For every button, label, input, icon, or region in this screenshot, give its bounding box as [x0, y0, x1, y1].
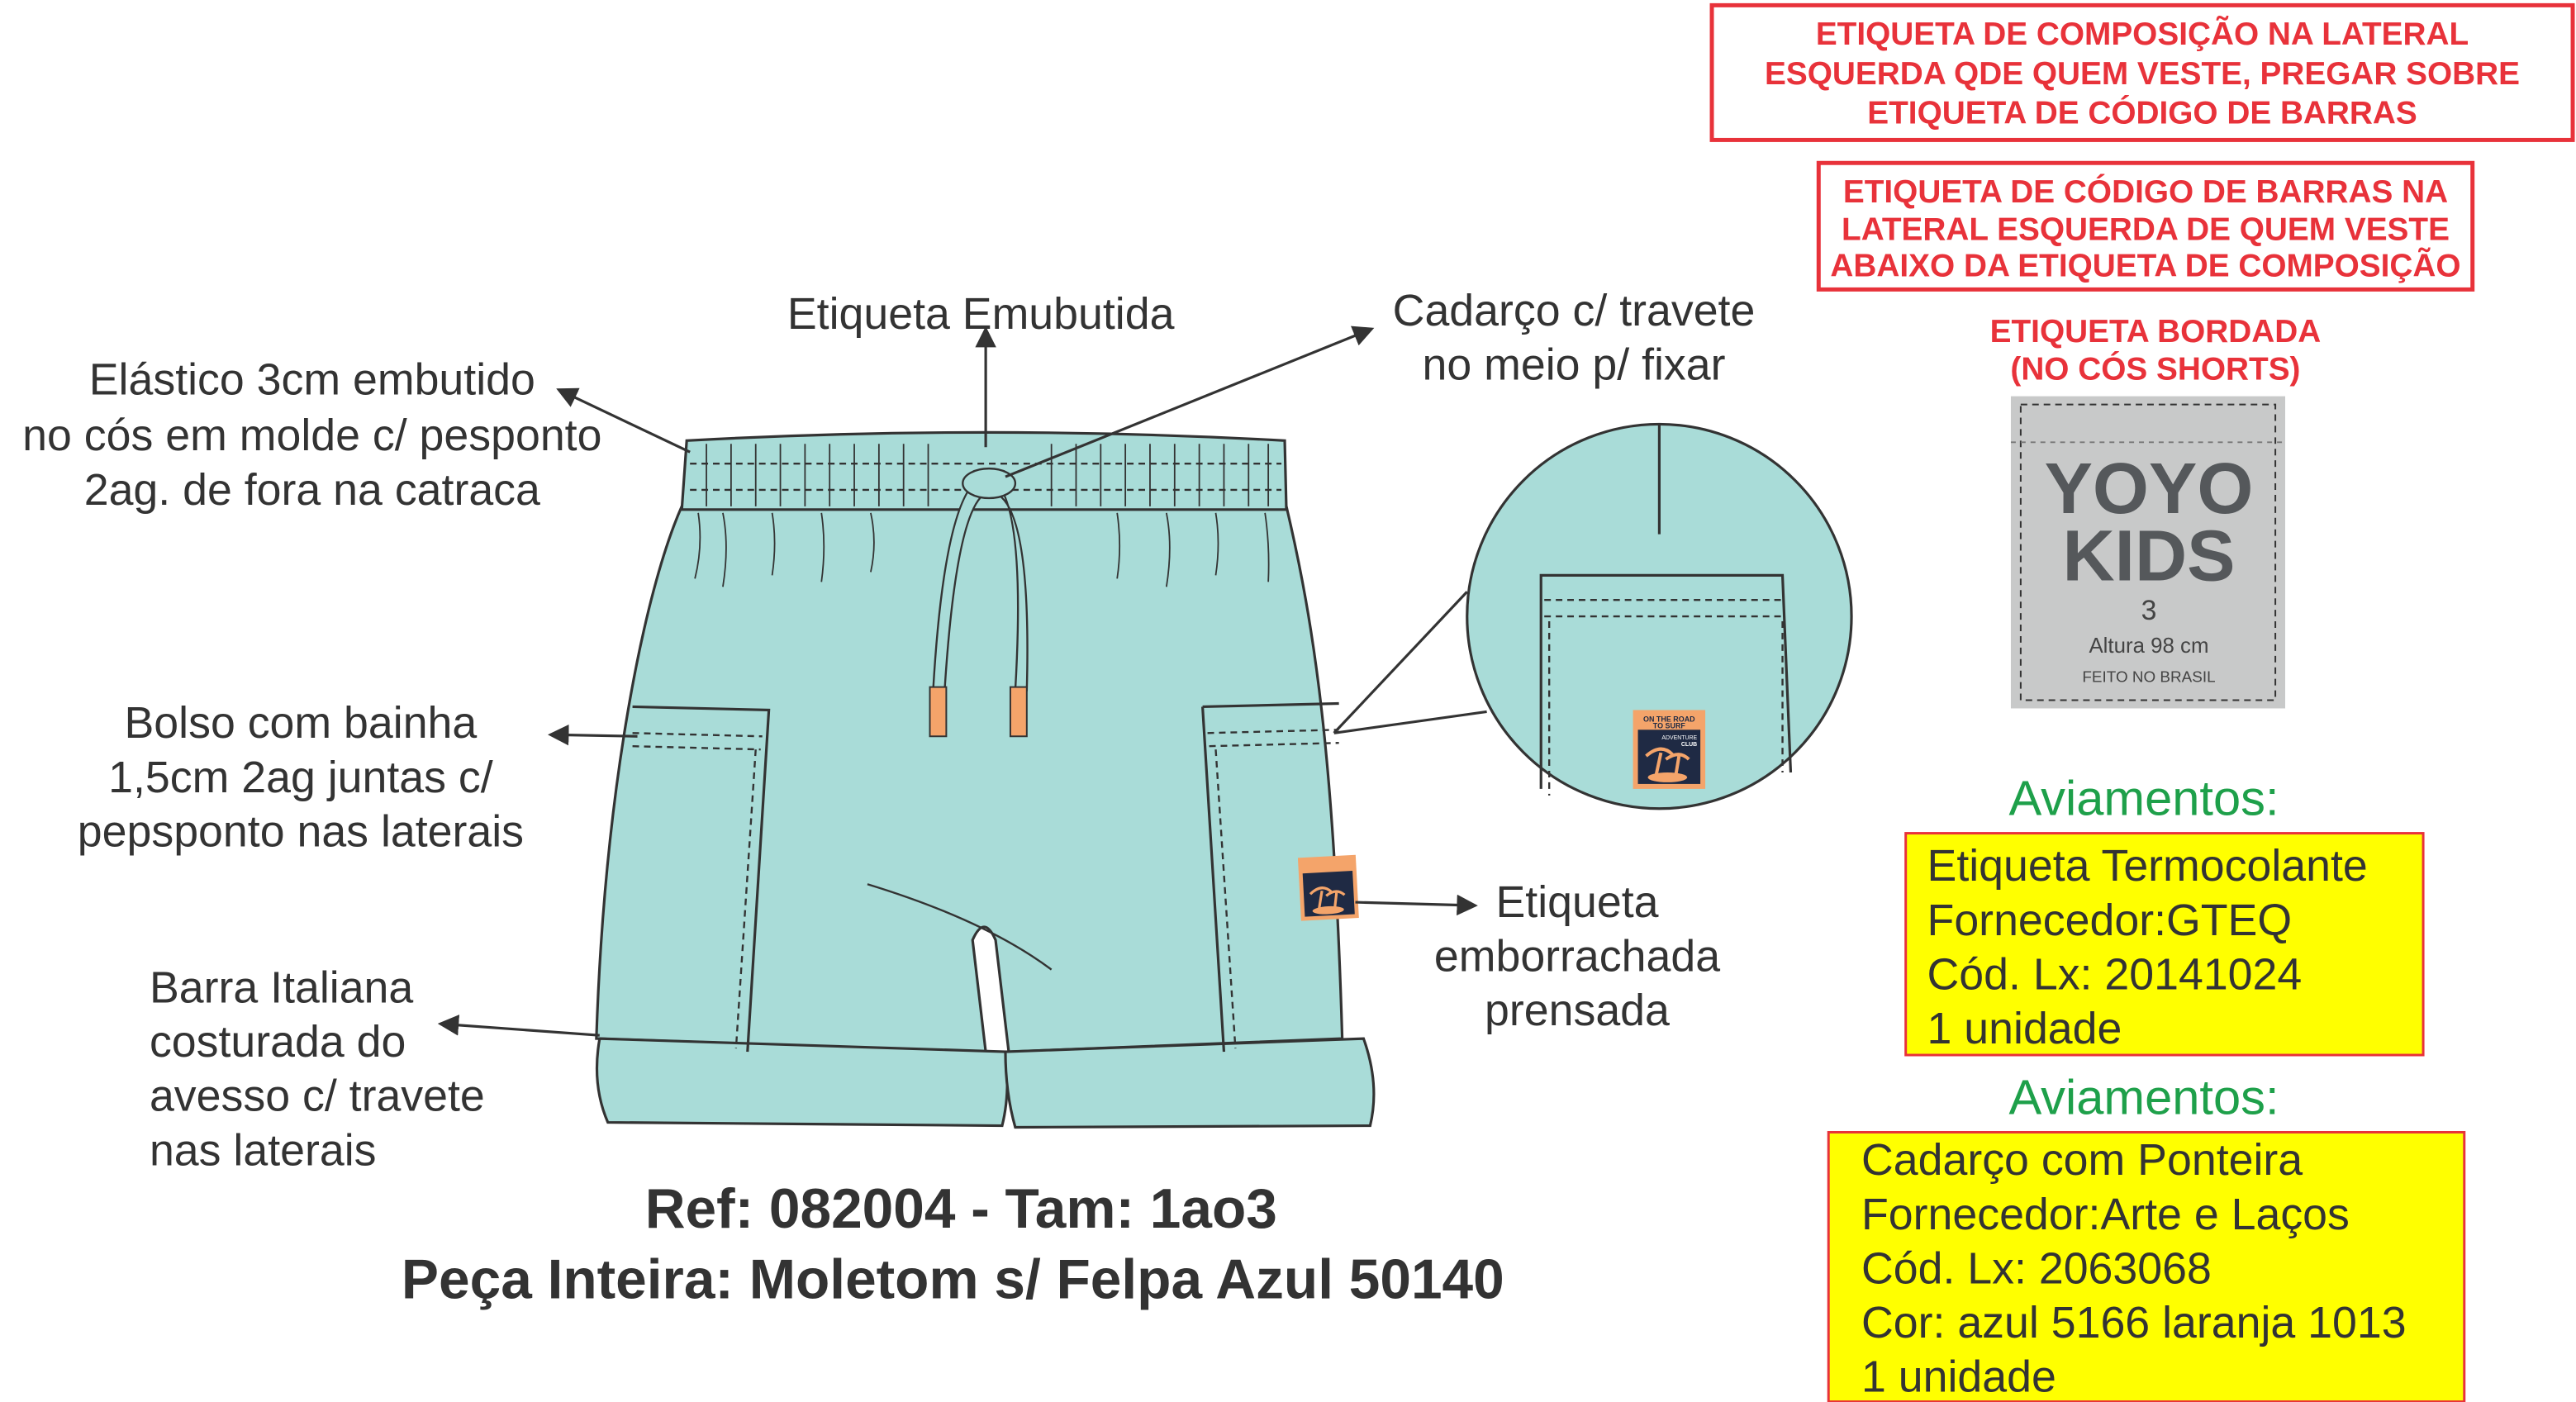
note-line: ABAIXO DA ETIQUETA DE COMPOSIÇÃO [1830, 247, 2460, 283]
trims-block-1: Aviamentos: Etiqueta Termocolante Fornec… [1904, 771, 2425, 1057]
callout-line: Barra Italiana [150, 962, 413, 1012]
trims-line: Cadarço com Ponteira [1861, 1135, 2303, 1185]
trims-line: 1 unidade [1861, 1352, 2056, 1402]
brand-yoyo: YOYO [2045, 448, 2254, 529]
barcode-note: ETIQUETA DE CÓDIGO DE BARRAS NA LATERAL … [1816, 160, 2475, 292]
patch-detail: ON THE ROAD TO SURF ADVENTURE CLUB [1631, 708, 1708, 791]
note-line: ESQUERDA QDE QUEM VESTE, PREGAR SOBRE [1765, 56, 2520, 92]
rubber-patch [1296, 853, 1361, 923]
callout-line: pepsponto nas laterais [78, 806, 524, 856]
trims-line: 1 unidade [1927, 1004, 2122, 1053]
embroidered-label-note: ETIQUETA BORDADA (NO CÓS SHORTS) [1990, 314, 2322, 387]
trims-line: Cód. Lx: 2063068 [1861, 1243, 2212, 1293]
trims-title: Aviamentos: [2008, 771, 2279, 826]
callout-line: 2ag. de fora na catraca [84, 465, 540, 515]
note-line: ETIQUETA DE CÓDIGO DE BARRAS [1867, 95, 2417, 131]
callout-line: avesso c/ travete [150, 1072, 485, 1121]
callout-line: no cós em molde c/ pesponto [22, 411, 601, 460]
callout-hem: Barra Italiana costurada do avesso c/ tr… [150, 962, 485, 1175]
trims-line: Cód. Lx: 20141024 [1927, 949, 2303, 999]
note-line: (NO CÓS SHORTS) [2010, 351, 2300, 387]
callout-line: Bolso com bainha [125, 698, 478, 748]
label-size: 3 [2141, 595, 2157, 626]
label-height: Altura 98 cm [2089, 634, 2208, 658]
callout-line: costurada do [150, 1017, 406, 1067]
brand-label: YOYO KIDS 3 Altura 98 cm FEITO NO BRASIL [2010, 396, 2286, 709]
note-line: ETIQUETA DE COMPOSIÇÃO NA LATERAL [1816, 16, 2469, 52]
right-cuff [1004, 1037, 1376, 1129]
callout-elastic: Elástico 3cm embutido no cós em molde c/… [22, 355, 601, 515]
brand-kids: KIDS [2062, 515, 2235, 596]
callout-line: prensada [1485, 986, 1670, 1035]
callout-line: nas laterais [150, 1125, 377, 1175]
reference-line: Ref: 082004 - Tam: 1ao3 [645, 1178, 1277, 1240]
trims-line: Cor: azul 5166 laranja 1013 [1861, 1298, 2407, 1347]
shorts-body [595, 505, 1344, 1053]
trims-line: Etiqueta Termocolante [1927, 841, 2368, 891]
callout-line: emborrachada [1434, 932, 1720, 981]
left-cuff [595, 1037, 1009, 1128]
pocket-detail-circle: ON THE ROAD TO SURF ADVENTURE CLUB [1333, 422, 1853, 810]
trims-line: Fornecedor:GTEQ [1927, 896, 2293, 945]
trims-title: Aviamentos: [2008, 1070, 2279, 1125]
callout-pocket: Bolso com bainha 1,5cm 2ag juntas c/ pep… [78, 698, 524, 856]
trims-line: Fornecedor:Arte e Laços [1861, 1190, 2350, 1239]
note-line: LATERAL ESQUERDA DE QUEM VESTE [1842, 212, 2450, 248]
note-line: ETIQUETA BORDADA [1990, 314, 2322, 349]
patch-text: ON THE ROAD [1643, 715, 1695, 723]
callout-line: Cadarço c/ travete [1393, 286, 1756, 335]
composition-note: ETIQUETA DE COMPOSIÇÃO NA LATERAL ESQUER… [1709, 2, 2575, 142]
callout-inner-label: Etiqueta Emubutida [787, 289, 1175, 339]
patch-text: TO SURF [1653, 721, 1686, 730]
trims-block-2: Aviamentos: Cadarço com Ponteira Fornece… [1827, 1070, 2466, 1402]
callout-drawstring: Cadarço c/ travete no meio p/ fixar [1393, 286, 1756, 390]
callout-line: 1,5cm 2ag juntas c/ [108, 753, 493, 802]
patch-text: CLUB [1681, 742, 1697, 748]
shorts-illustration [595, 430, 1376, 1129]
note-line: ETIQUETA DE CÓDIGO DE BARRAS NA [1843, 173, 2448, 210]
callout-line: no meio p/ fixar [1422, 340, 1725, 390]
callout-line: Etiqueta [1495, 877, 1658, 927]
patch-text: ADVENTURE [1661, 735, 1697, 741]
fabric-line: Peça Inteira: Moletom s/ Felpa Azul 5014… [402, 1248, 1504, 1310]
callout-rubber-label: Etiqueta emborrachada prensada [1434, 877, 1720, 1035]
callout-line: Elástico 3cm embutido [89, 355, 535, 405]
label-origin: FEITO NO BRASIL [2082, 669, 2215, 687]
